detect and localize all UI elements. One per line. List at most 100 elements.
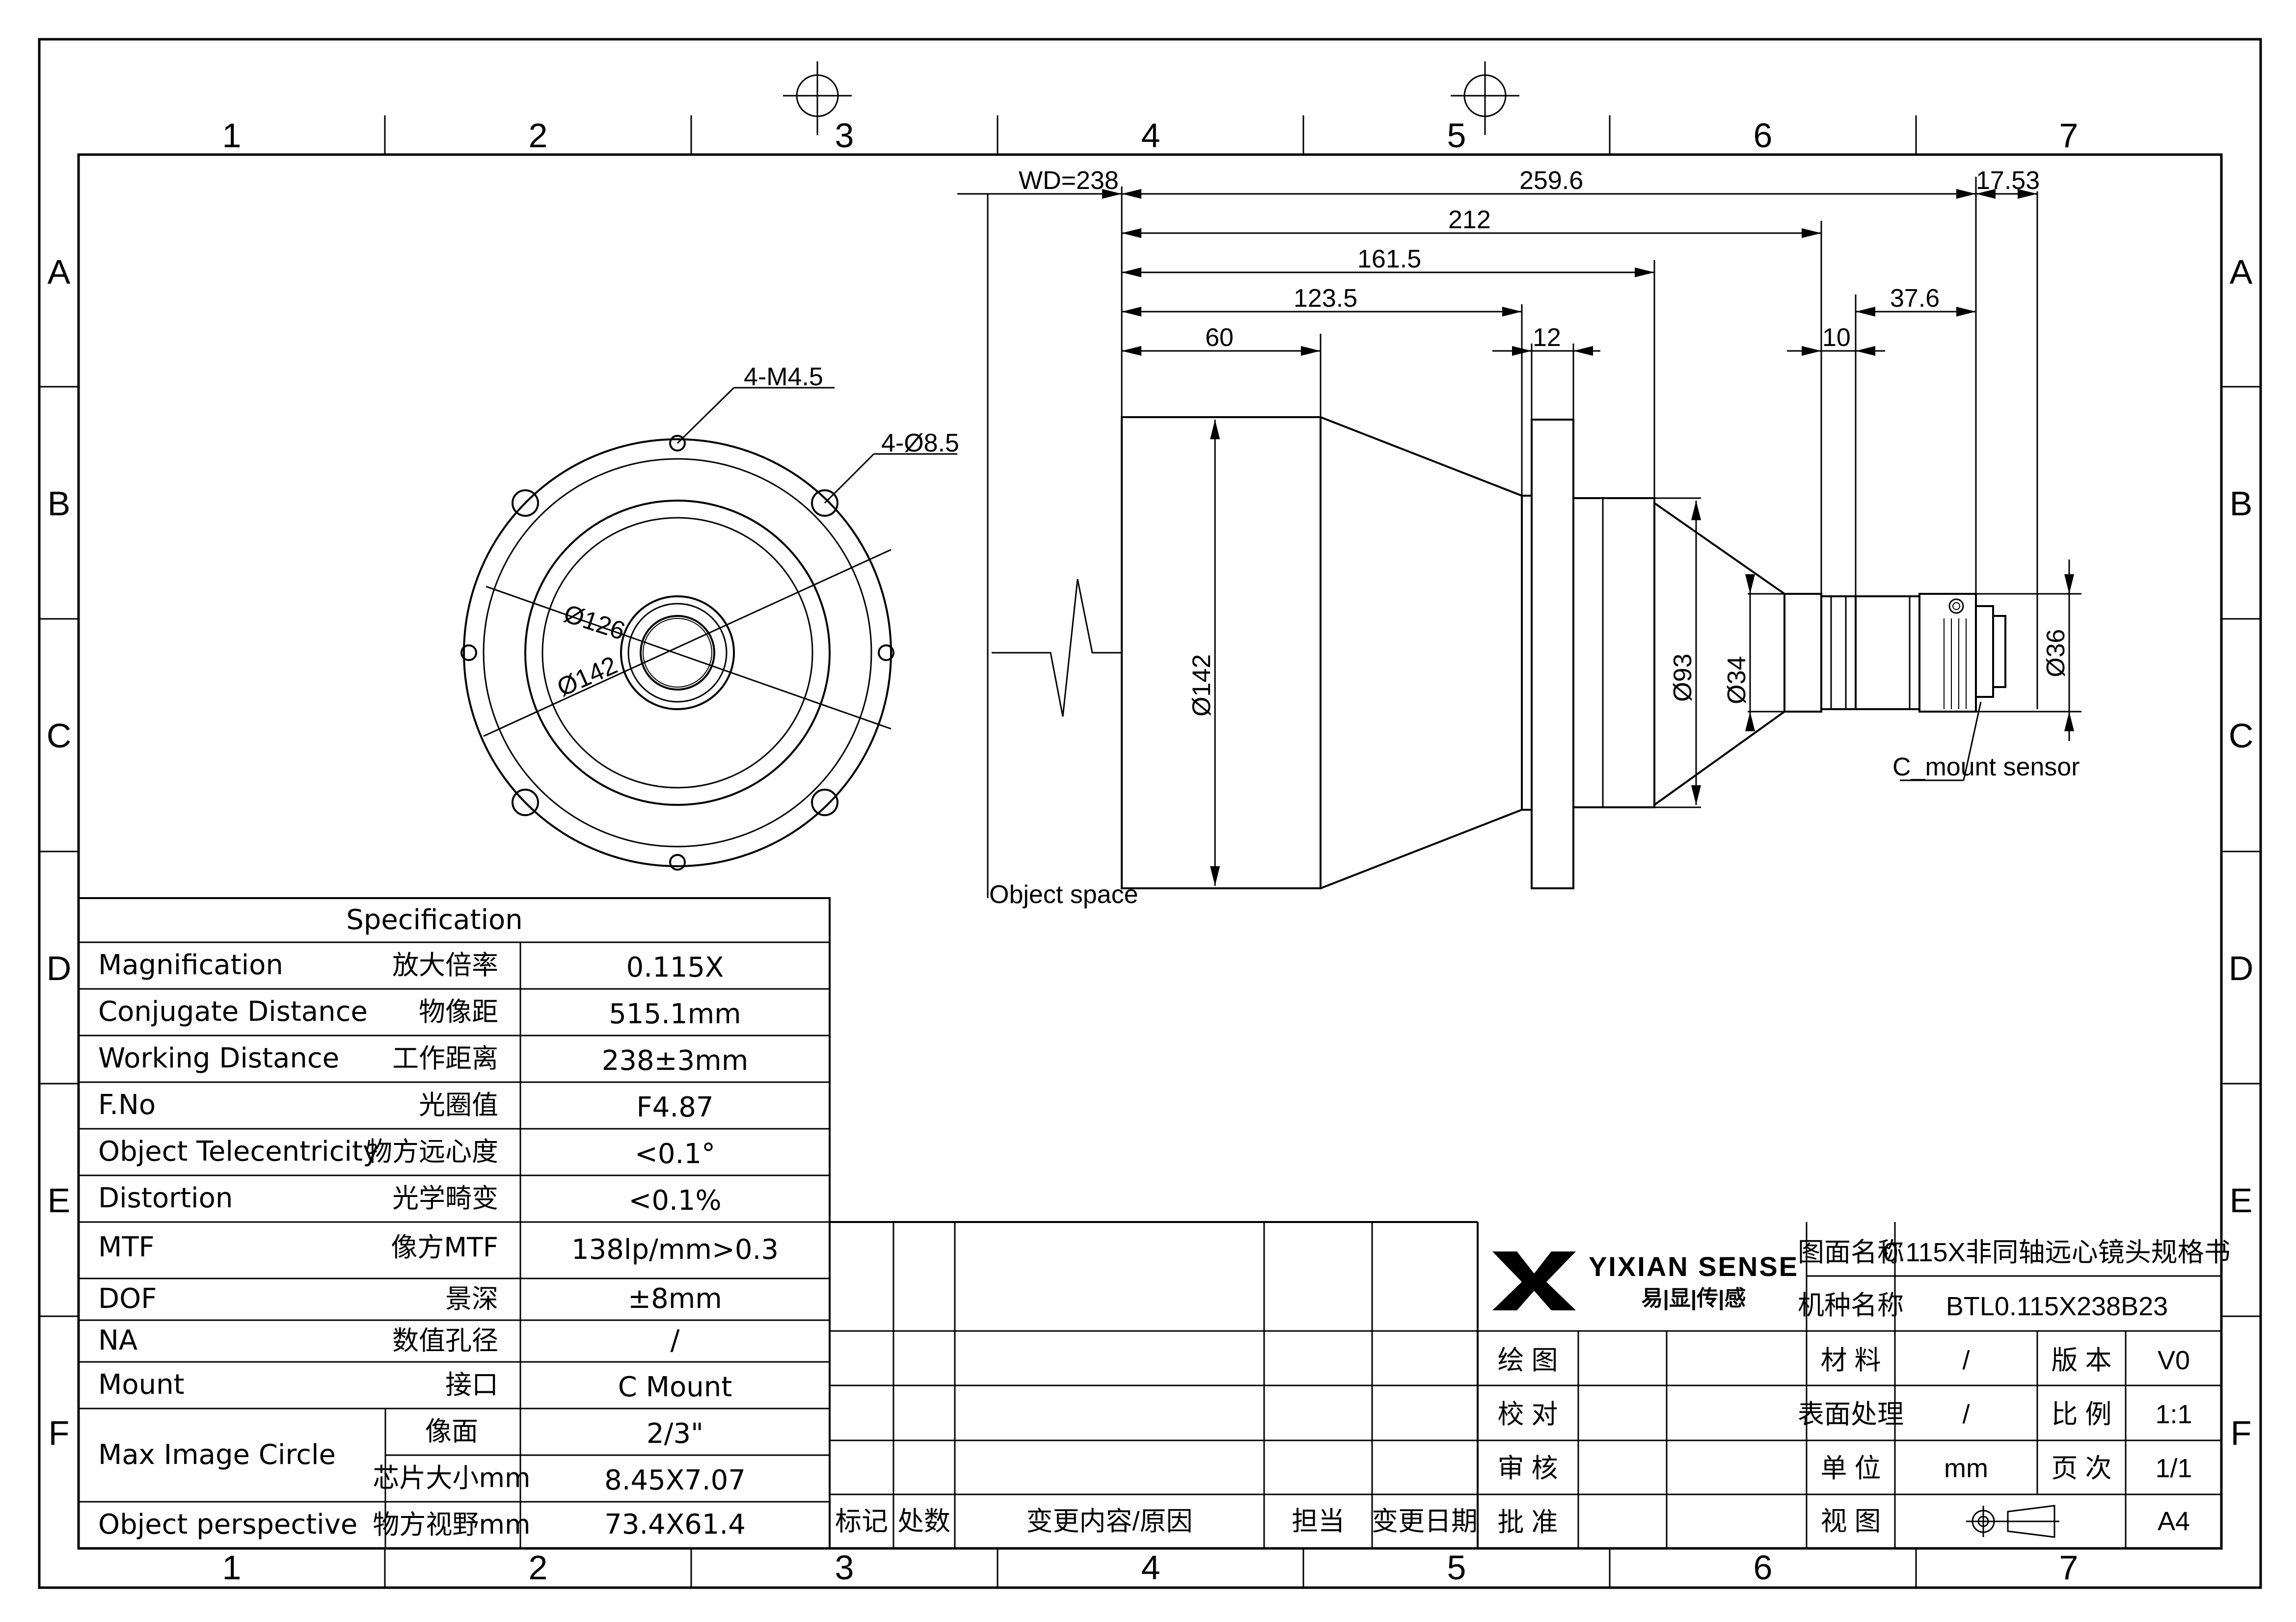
dim-161-5: 161.5 [1357,245,1421,273]
revision-table: 标记 处数 变更内容/原因 担当 变更日期 [835,1507,1478,1536]
dim-37-6: 37.6 [1890,284,1940,313]
zone-row-d-left: D [47,949,72,987]
label-4-m4-5: 4-M4.5 [744,363,823,391]
revision-header-date: 变更日期 [1372,1507,1478,1536]
side-view [987,194,2006,898]
spec-row-dof-cn: 景深 [445,1283,498,1314]
zone-row-e-right: E [2230,1181,2253,1220]
spec-header: Specification [346,904,523,936]
spec-row-na-cn: 数值孔径 [392,1325,498,1356]
revision-table-grid [830,1221,1479,1548]
zone-col-2-bottom: 2 [529,1548,548,1587]
spec-row-mtf-en: MTF [98,1231,155,1263]
zone-col-7-top: 7 [2059,116,2079,155]
version-label: 版 本 [2051,1346,2111,1375]
zone-row-f-right: F [2231,1414,2252,1452]
spec-chip-size-cn: 芯片大小mm [373,1462,530,1493]
spec-table: Specification Magnification 放大倍率 0.115X … [98,904,779,1541]
zone-col-1-top: 1 [222,116,242,155]
centering-mark-left [783,61,852,135]
spec-object-perspective-en: Object perspective [98,1509,357,1541]
dim-212: 212 [1448,206,1491,234]
unit-label: 单 位 [1820,1454,1881,1483]
zone-row-b-left: B [48,484,71,523]
centering-mark-right [1451,61,1519,135]
revision-header-owner: 担当 [1292,1507,1345,1536]
material-value: / [1962,1346,1970,1375]
title-block-grid [1478,1222,2221,1548]
dim-60: 60 [1205,323,1234,352]
spec-row-magnification-en: Magnification [98,949,283,981]
spec-row-working-val: 238±3mm [602,1045,749,1077]
dim-259-6: 259.6 [1519,166,1583,195]
zone-col-5-top: 5 [1447,116,1466,155]
spec-image-plane-cn: 像面 [425,1416,478,1447]
spec-row-conjugate-en: Conjugate Distance [98,996,368,1028]
drawing-name-label: 图面名称 [1798,1238,1904,1267]
spec-row-magnification-val: 0.115X [626,952,724,984]
spec-row-distortion-cn: 光学畸变 [392,1183,498,1214]
spec-row-magnification-cn: 放大倍率 [392,950,498,981]
paper-size: A4 [2158,1507,2190,1536]
zone-row-e-left: E [48,1181,71,1220]
zone-col-1-bottom: 1 [222,1548,242,1587]
dim-phi93: Ø93 [1669,654,1697,702]
zone-labels: 1 2 3 4 5 6 7 1 2 3 4 5 6 7 A B C D E F … [47,116,2254,1587]
title-block: 图面名称 0.115X非同轴远心镜头规格书 机种名称 BTL0.115X238B… [1497,1238,2230,1537]
logo-brand-text: YIXIAN SENSE [1589,1251,1799,1282]
zone-row-c-left: C [47,717,72,755]
spec-row-na-en: NA [98,1325,137,1356]
front-view [460,387,957,871]
zone-row-f-left: F [49,1414,70,1452]
dim-phi142-side: Ø142 [1188,654,1216,717]
spec-max-image-circle-en: Max Image Circle [98,1439,336,1471]
spec-table-grid [78,897,831,1549]
spec-row-mtf-val: 138lp/mm>0.3 [571,1234,779,1266]
company-logo: YIXIAN SENSE 易|显|传|感 [1492,1251,1799,1311]
zone-row-a-right: A [2230,253,2253,291]
spec-row-telecentricity-val: <0.1° [635,1138,715,1170]
model-label: 机种名称 [1798,1291,1904,1320]
dim-12: 12 [1533,323,1561,352]
zone-col-7-bottom: 7 [2059,1548,2079,1587]
surface-value: / [1962,1400,1970,1429]
logo-x-accent-icon [1554,1276,1576,1288]
spec-row-mtf-cn: 像方MTF [391,1232,498,1263]
zone-row-a-left: A [48,253,71,291]
spec-image-plane-val: 2/3" [647,1418,703,1450]
projection-symbol-icon [1966,1505,2059,1538]
version-value: V0 [2158,1346,2190,1375]
draw-label: 绘 图 [1497,1346,1558,1375]
drawing-name: 0.115X非同轴远心镜头规格书 [1883,1238,2230,1267]
logo-cn-text: 易|显|传|感 [1642,1286,1746,1311]
spec-row-dof-en: DOF [98,1283,157,1315]
zone-col-5-bottom: 5 [1447,1548,1466,1587]
spec-row-fno-en: F.No [98,1089,156,1121]
zone-row-b-right: B [2230,484,2253,523]
dim-17-53: 17.53 [1976,166,2040,195]
view-label: 视 图 [1820,1507,1881,1536]
logo-x-mark-icon [1492,1251,1576,1310]
spec-row-fno-val: F4.87 [637,1091,714,1123]
zone-col-6-bottom: 6 [1754,1548,1773,1587]
dim-123-5: 123.5 [1294,284,1357,313]
spec-row-conjugate-cn: 物像距 [419,996,498,1027]
label-phi126: Ø126 [560,599,628,645]
dim-wd: WD=238 [1019,166,1119,195]
approve-label: 批 准 [1497,1508,1558,1537]
spec-row-mount-val: C Mount [618,1371,732,1403]
zone-row-d-right: D [2229,949,2254,987]
spec-row-fno-cn: 光圈值 [419,1090,498,1120]
material-label: 材 料 [1820,1346,1881,1375]
zone-col-2-top: 2 [529,116,548,155]
dimension-arrows [1102,189,2074,886]
spec-row-dof-val: ±8mm [628,1283,722,1315]
dim-phi34: Ø34 [1723,656,1751,704]
zone-col-3-bottom: 3 [835,1548,854,1587]
scale-label: 比 例 [2051,1400,2111,1429]
spec-row-working-cn: 工作距离 [392,1043,498,1074]
dim-10: 10 [1822,323,1851,352]
zone-dividers [39,115,2261,1588]
zone-row-c-right: C [2229,717,2254,755]
check-label: 校 对 [1497,1400,1558,1429]
